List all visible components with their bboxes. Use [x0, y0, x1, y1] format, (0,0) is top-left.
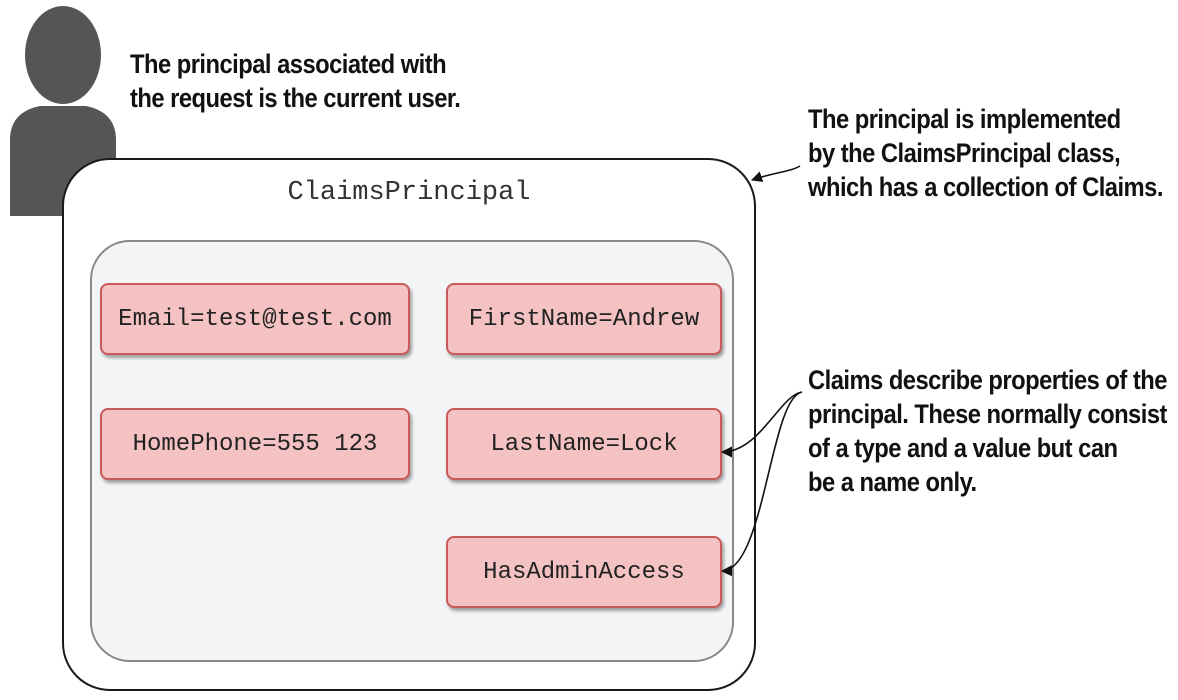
claims-principal-title: ClaimsPrincipal — [287, 178, 531, 208]
claim-has-admin-access: HasAdminAccess — [446, 536, 722, 608]
arrow-to-has-admin-access-claim — [720, 391, 803, 577]
user-annotation-line: The principal associated with — [130, 49, 447, 79]
user-annotation: The principal associated with the reques… — [130, 47, 461, 115]
arrow-to-principal-box — [750, 165, 801, 182]
user-annotation-line: the request is the current user. — [130, 83, 461, 113]
claim-last-name: LastName=Lock — [446, 408, 722, 480]
claims-annotation-line: Claims describe properties of the — [808, 365, 1167, 395]
claim-home-phone: HomePhone=555 123 — [100, 408, 410, 480]
principal-annotation-line: The principal is implemented — [808, 104, 1121, 134]
claim-first-name: FirstName=Andrew — [446, 283, 722, 355]
claims-annotation: Claims describe properties of the princi… — [808, 363, 1167, 499]
principal-annotation-line: which has a collection of Claims. — [808, 172, 1163, 202]
claims-annotation-line: principal. These normally consist — [808, 399, 1167, 429]
principal-annotation: The principal is implemented by the Clai… — [808, 102, 1163, 204]
principal-annotation-line: by the ClaimsPrincipal class, — [808, 138, 1121, 168]
claims-annotation-line: be a name only. — [808, 467, 977, 497]
arrow-to-last-name-claim — [720, 391, 803, 458]
claim-email: Email=test@test.com — [100, 283, 410, 355]
claims-annotation-line: of a type and a value but can — [808, 433, 1118, 463]
